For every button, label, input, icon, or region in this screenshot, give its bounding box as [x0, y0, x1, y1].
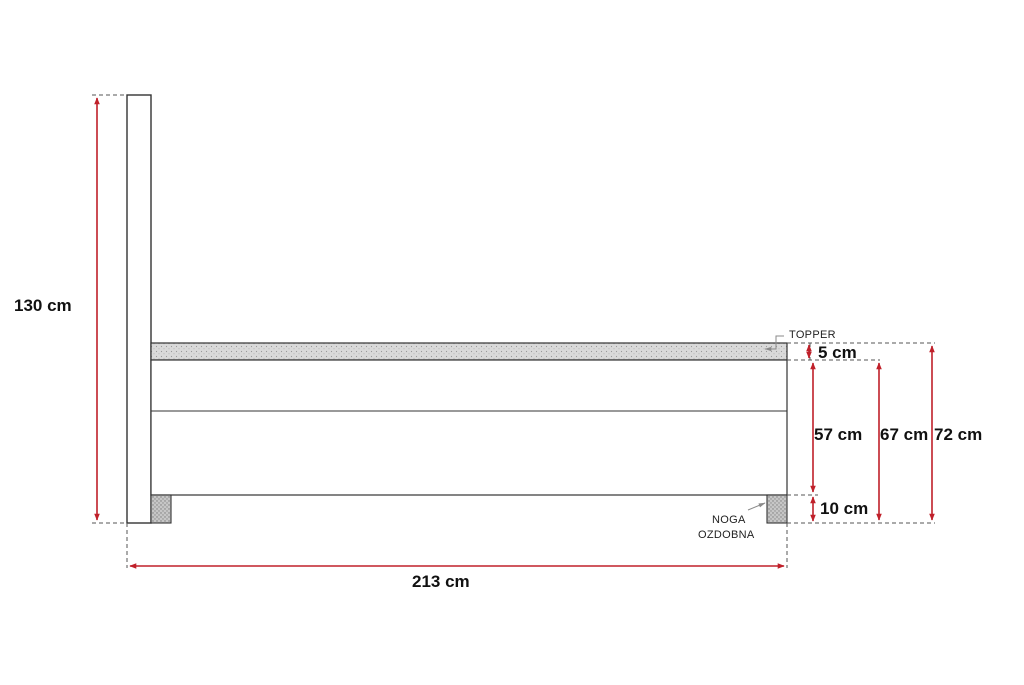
box-spring [150, 359, 788, 496]
headboard [126, 94, 152, 524]
dimension-arrows [94, 97, 935, 569]
leg-leader [747, 502, 766, 511]
callout-leaders [747, 335, 784, 511]
leg-head [150, 494, 172, 524]
label-topper: TOPPER [789, 329, 836, 341]
bed-outline [126, 94, 788, 524]
extension-lines [92, 94, 935, 568]
label-headboard-height: 130 cm [14, 296, 72, 315]
label-leg-line1: NOGA [712, 514, 746, 526]
label-length: 213 cm [412, 572, 470, 591]
topper [150, 342, 788, 361]
label-leg-height: 10 cm [820, 499, 868, 518]
label-box-height: 57 cm [814, 425, 862, 444]
label-leg-line2: OZDOBNA [698, 529, 755, 541]
leg-foot [766, 494, 788, 524]
label-topper-thickness: 5 cm [818, 343, 857, 362]
label-mattress-top-height: 67 cm [880, 425, 928, 444]
topper-leader [764, 335, 784, 352]
label-total-height: 72 cm [934, 425, 982, 444]
